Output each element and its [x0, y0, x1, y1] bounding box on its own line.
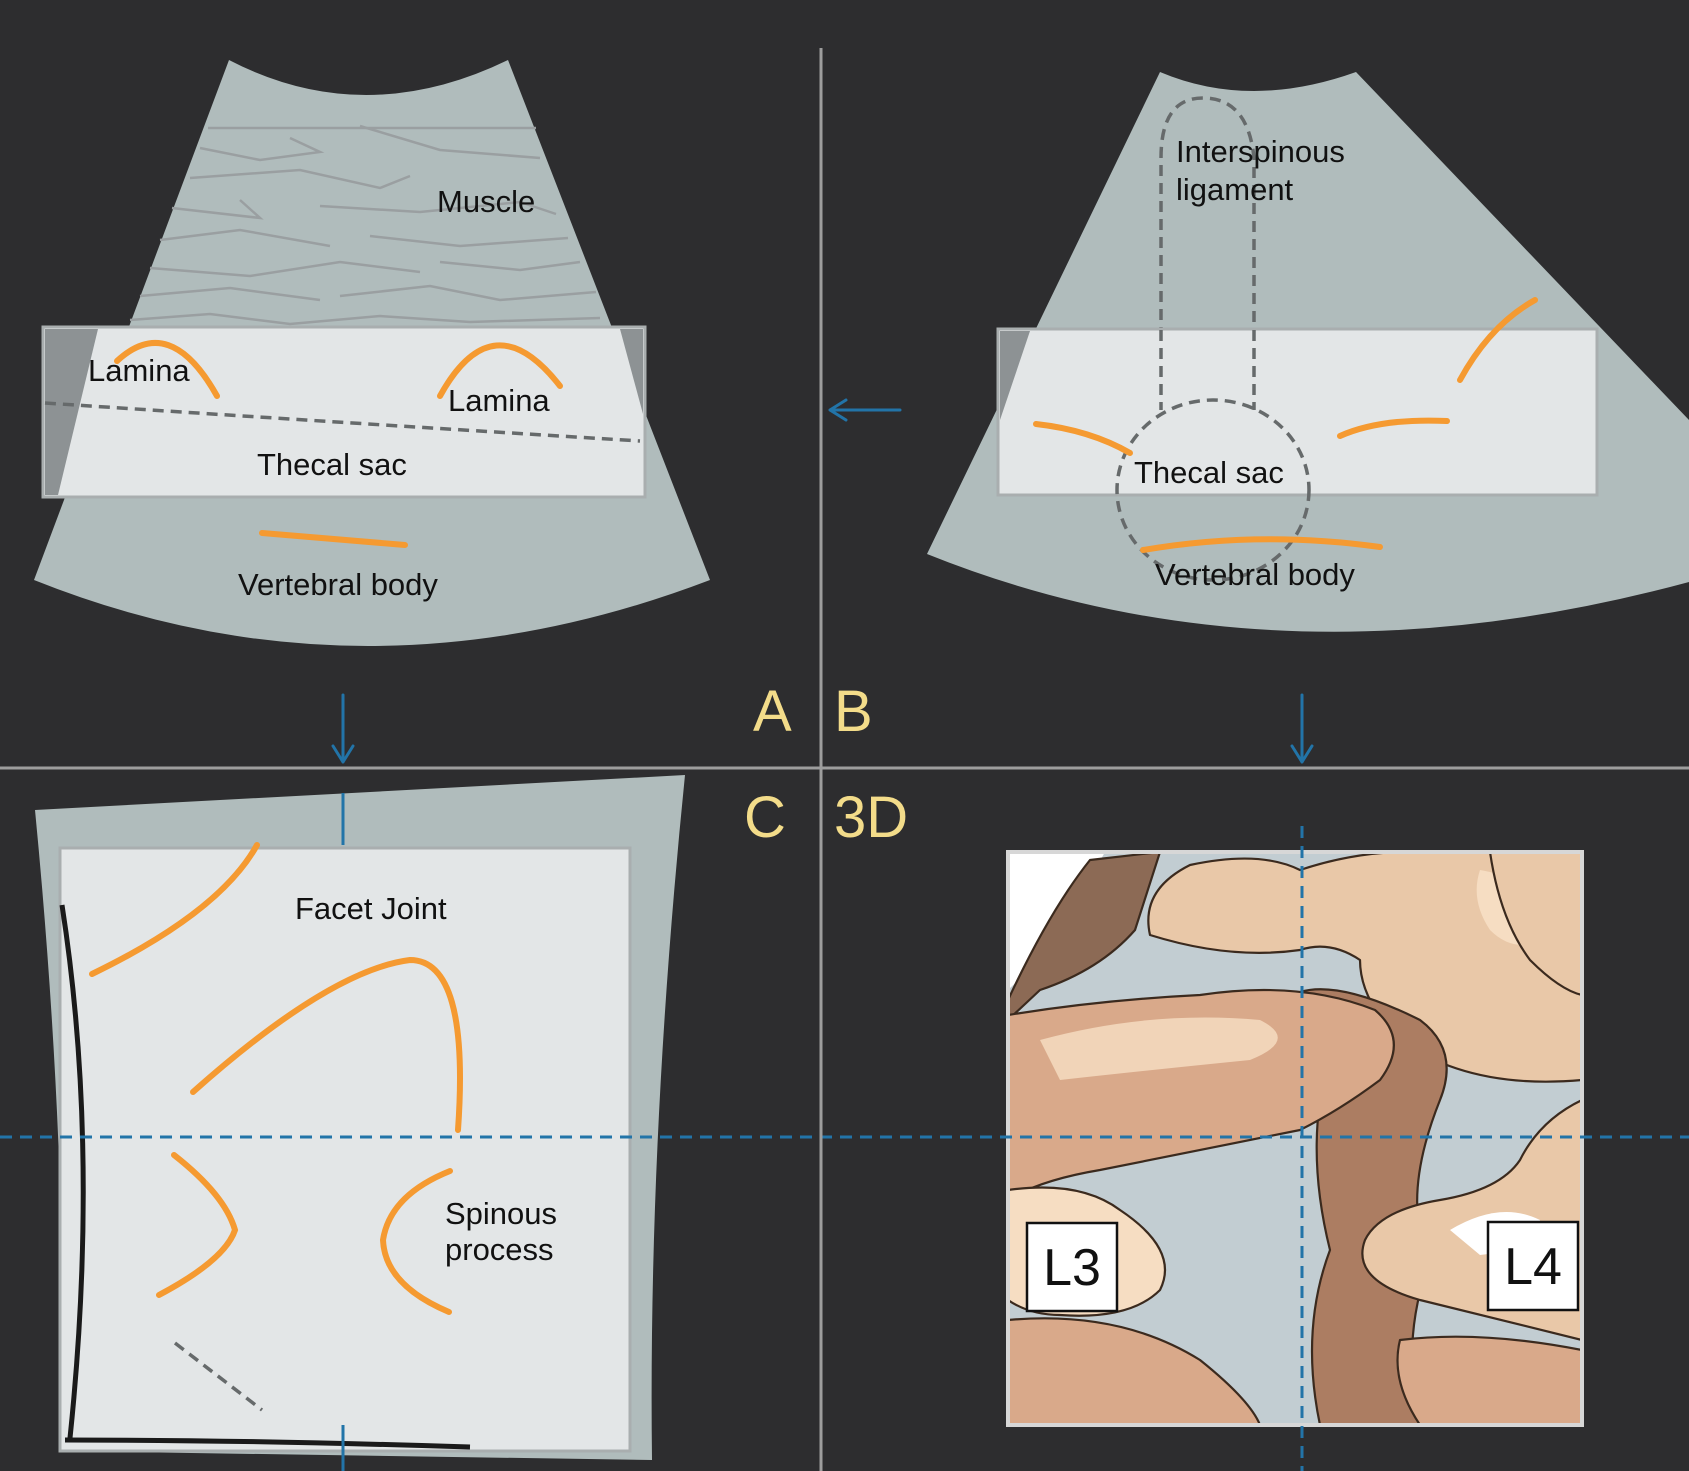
lamina-right-label: Lamina — [448, 383, 550, 418]
quadrant-label-b: B — [834, 679, 873, 744]
panel-b-shadow — [1000, 331, 1030, 420]
vertebral-body-label-a: Vertebral body — [238, 567, 438, 602]
lamina-echo-left-b — [1033, 421, 1133, 456]
muscle-label: Muscle — [437, 184, 535, 219]
panel-a-shadow-left — [45, 329, 98, 495]
lamina-left-echo — [114, 339, 220, 399]
panel-3d: L3 L4 — [1006, 850, 1584, 1427]
panel-c-edge — [59, 904, 86, 1439]
arrow-a-to-c — [331, 693, 355, 764]
interspinous-label-line1: Interspinous — [1176, 134, 1345, 169]
vertebral-body-echo-b — [1140, 536, 1383, 553]
arrow-b-to-3d — [1290, 693, 1314, 764]
spine-rendering — [1008, 852, 1582, 1425]
thecal-sac-circle — [1115, 398, 1311, 582]
panel-b: Interspinous ligament Thecal sac Vertebr… — [927, 72, 1689, 632]
thecal-sac-boundary — [44, 401, 641, 443]
quadrant-label-3d: 3D — [834, 785, 908, 850]
panel-c-dashed-echo — [173, 1341, 264, 1412]
spinous-right-echo — [379, 1168, 453, 1315]
lamina-echo-right-b — [1337, 417, 1450, 439]
spinous-process-label-line2: process — [445, 1232, 554, 1267]
panel-c-bottom-edge — [64, 1437, 471, 1450]
l4-label-box: L4 — [1486, 1220, 1580, 1312]
lamina-right-echo — [437, 342, 563, 399]
vertebral-body-label-b: Vertebral body — [1155, 557, 1355, 592]
lamina-left-label: Lamina — [88, 353, 190, 388]
l3-label-box: L3 — [1025, 1221, 1119, 1313]
thecal-sac-label-a: Thecal sac — [257, 447, 407, 482]
facet-upper-echo — [89, 842, 260, 977]
quadrant-label-c: C — [744, 785, 786, 850]
spinous-tip-echo — [1457, 297, 1538, 383]
panel-c: Facet Joint Spinous process — [35, 775, 685, 1460]
spinous-left-echo — [156, 1152, 239, 1298]
l4-label: L4 — [1504, 1238, 1562, 1296]
muscle-fibres — [129, 124, 601, 326]
l3-label: L3 — [1043, 1239, 1101, 1297]
arrow-b-to-a — [828, 398, 902, 422]
panel-a: Muscle Lamina Lamina Thecal sac Vertebra… — [34, 60, 710, 646]
facet-joint-echo — [190, 956, 463, 1133]
thecal-sac-label-b: Thecal sac — [1134, 455, 1284, 490]
quadrant-label-a: A — [753, 679, 792, 744]
interspinous-ligament-inner — [1159, 330, 1256, 410]
panel-a-shadow-right — [620, 329, 643, 414]
spinous-process-label-line1: Spinous — [445, 1196, 557, 1231]
panel-c-slab — [58, 846, 632, 1453]
vertebral-body-echo-a — [259, 530, 408, 548]
panel-b-slab — [996, 327, 1599, 497]
facet-joint-label: Facet Joint — [295, 891, 447, 926]
interspinous-label-line2: ligament — [1176, 172, 1294, 207]
panel-a-slab — [41, 325, 647, 499]
interspinous-ligament-outline — [1159, 96, 1256, 410]
